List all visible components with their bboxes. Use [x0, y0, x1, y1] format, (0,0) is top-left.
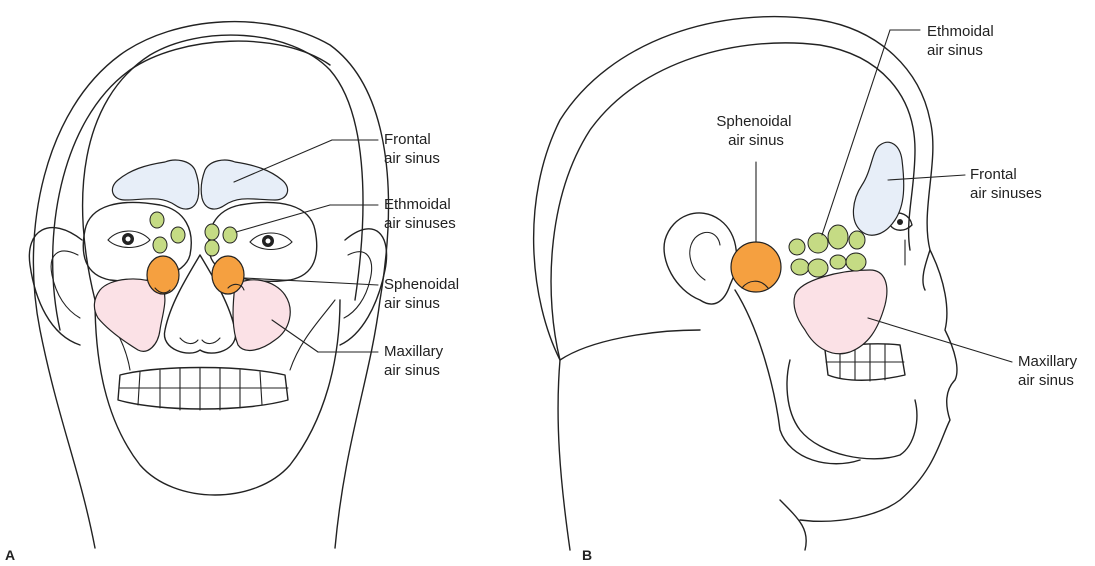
maxillary-sinus-right	[233, 280, 290, 351]
side-view-figure	[534, 17, 957, 550]
side-ear	[664, 213, 737, 304]
label-a-maxillary: Maxillary air sinus	[384, 343, 447, 379]
head-outline-front	[33, 22, 388, 548]
sphenoidal-sinus-side	[731, 242, 781, 292]
front-teeth	[118, 368, 288, 411]
label-a-ethmoidal: Ethmoidal air sinuses	[384, 196, 456, 232]
front-view-figure	[29, 22, 388, 548]
left-ear	[29, 228, 82, 345]
maxillary-sinus-side	[794, 270, 887, 354]
frontal-sinus-right	[201, 160, 287, 209]
ethmoidal-sinuses-side	[789, 225, 866, 277]
frontal-sinus-side	[853, 142, 903, 235]
ethmoidal-sinuses-front	[150, 212, 237, 256]
label-a-sphenoidal: Sphenoidal air sinus	[384, 276, 463, 312]
label-b-ethmoidal: Ethmoidal air sinus	[927, 23, 998, 59]
right-ear	[340, 229, 387, 345]
label-b-sphenoidal: Sphenoidal air sinus	[716, 113, 795, 149]
panel-a-tag: A	[5, 547, 15, 563]
label-b-frontal: Frontal air sinuses	[970, 166, 1042, 202]
label-b-maxillary: Maxillary air sinus	[1018, 353, 1081, 389]
panel-b-tag: B	[582, 547, 592, 563]
frontal-sinus-left	[112, 160, 198, 209]
side-jaw	[787, 360, 917, 459]
sphenoidal-sinus-left	[147, 256, 179, 294]
label-a-frontal: Frontal air sinus	[384, 131, 440, 167]
